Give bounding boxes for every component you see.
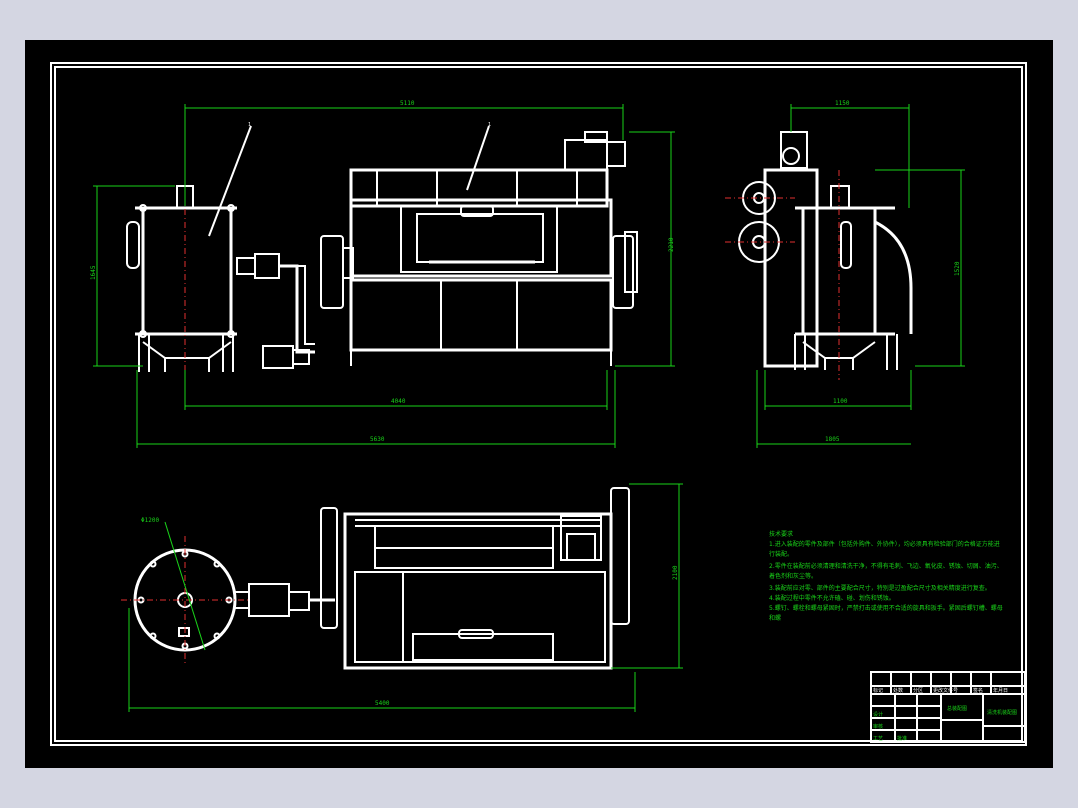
side-view: [738, 131, 913, 370]
notes-title: 技术要求: [769, 530, 793, 538]
tb-cell: 标记: [873, 687, 883, 694]
tb-cell: 分区: [913, 687, 923, 694]
dim-side-overall: 1805: [825, 436, 840, 443]
technical-notes: 技术要求 1.进入装配的零件及部件（包括外购件、外协件），均必须具有检验部门的合…: [769, 530, 1003, 622]
tb-cell: 年月日: [993, 687, 1008, 694]
plan-dimensions: Φ1200 2100 5400: [128, 483, 683, 712]
tb-cell: 更改文件号: [933, 687, 958, 694]
dim-front-bottom-overall: 5630: [370, 436, 385, 443]
dim-front-top: 5110: [400, 100, 415, 107]
dim-side-height: 1520: [954, 261, 961, 276]
front-view: [126, 131, 638, 372]
dim-plan-length: 5400: [375, 700, 390, 707]
dim-front-bottom-inner: 4040: [391, 398, 406, 405]
tb-drawing-name: 总装配图: [947, 705, 967, 712]
dim-front-height-left: 1645: [90, 265, 97, 280]
side-dimensions: 1150 1520 1100 1805: [756, 100, 965, 448]
front-dimensions: 5110 2210 1645 4040 5630 1 1: [90, 100, 675, 448]
tb-school: 清洗机装配图: [987, 709, 1017, 716]
note-line: 和螺: [769, 614, 781, 622]
dim-plan-height: 2100: [672, 565, 679, 580]
part-label-1a: 1: [248, 122, 251, 128]
dim-side-top: 1150: [835, 100, 850, 107]
inner-frame: [54, 66, 1023, 742]
note-line: 2.零件在装配前必须清理和清洗干净，不得有毛刺、飞边、氧化皮、锈蚀、切屑、油污、: [769, 562, 1003, 570]
drawing-sheet: 5110 2210 1645 4040 5630 1 1: [25, 40, 1053, 768]
plan-view: [133, 487, 630, 670]
title-block: 标记 处数 分区 更改文件号 签名 年月日 设计 审核 工艺 批准 总装配图 清…: [870, 671, 1026, 743]
cad-drawing: 5110 2210 1645 4040 5630 1 1: [50, 62, 1027, 746]
dim-side-base: 1100: [833, 398, 848, 405]
note-line: 着色剂和灰尘等。: [769, 572, 817, 580]
part-label-1b: 1: [488, 122, 491, 128]
note-line: 5.螺钉、螺栓和螺母紧固时，严禁打击或使用不合适的旋具和扳手。紧固后螺钉槽、螺母: [769, 604, 1003, 612]
note-line: 1.进入装配的零件及部件（包括外购件、外协件），均必须具有检验部门的合格证方能进: [769, 540, 1000, 548]
dim-front-height-right: 2210: [668, 237, 675, 252]
outer-frame: [50, 62, 1027, 746]
tb-cell: 工艺: [873, 736, 883, 742]
note-line: 3.装配前应对零、部件的主要配合尺寸，特别是过盈配合尺寸及相关精度进行复查。: [769, 584, 991, 592]
dim-plan-diameter: Φ1200: [141, 517, 159, 524]
tb-cell: 审核: [873, 723, 883, 730]
tb-cell: 批准: [897, 735, 907, 742]
tb-cell: 处数: [893, 687, 903, 694]
note-line: 4.装配过程中零件不允许磕、碰、划伤和锈蚀。: [769, 594, 895, 602]
note-line: 行装配。: [769, 550, 793, 558]
tb-cell: 设计: [873, 711, 883, 718]
tb-cell: 签名: [973, 687, 983, 694]
